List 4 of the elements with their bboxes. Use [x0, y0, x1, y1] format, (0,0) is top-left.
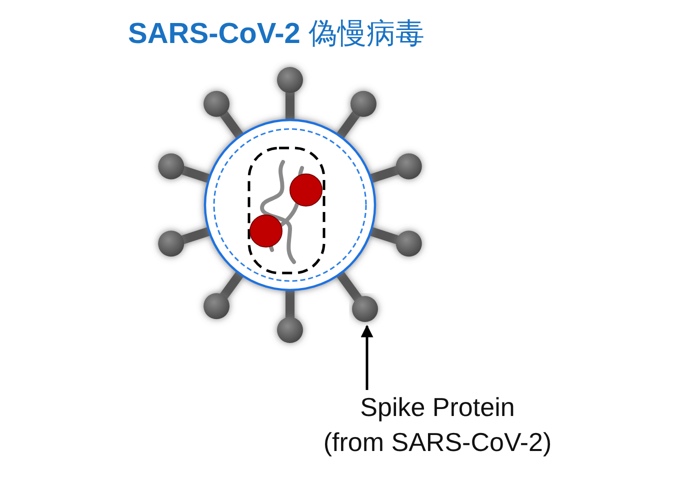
- callout-label: Spike Protein (from SARS-CoV-2): [305, 390, 570, 460]
- spike-head: [349, 293, 381, 325]
- title: SARS-CoV-2 偽慢病毒: [128, 17, 424, 52]
- leader-line: [360, 324, 374, 390]
